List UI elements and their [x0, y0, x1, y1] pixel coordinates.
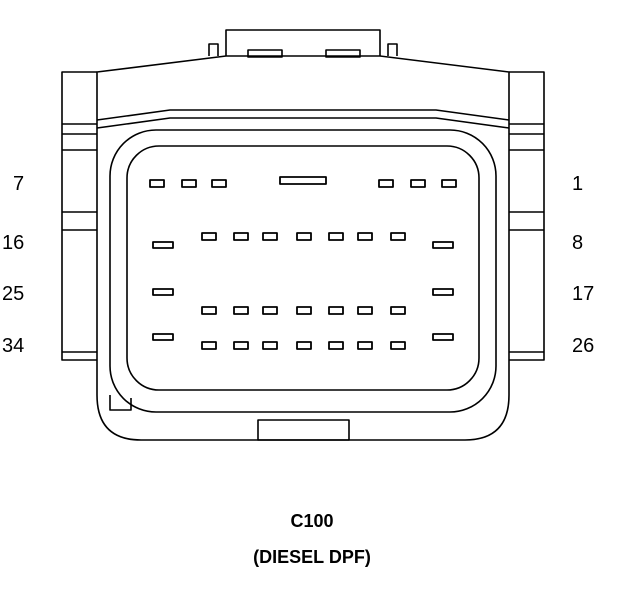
pin-label-right-1: 1 [572, 173, 584, 195]
mating-face [109, 129, 497, 413]
connector-description: (DIESEL DPF) [253, 547, 371, 567]
connector-housing [96, 55, 510, 441]
pin-label-left-16: 16 [2, 232, 25, 254]
pin-label-right-8: 8 [572, 232, 584, 254]
pin-label-right-17: 17 [572, 283, 595, 305]
pin-cavities-row-4 [152, 333, 454, 350]
pin-label-right-26: 26 [572, 335, 595, 357]
pin-cavities-row-2 [152, 232, 454, 249]
left-side-flange [61, 71, 97, 361]
pin-label-left-34: 34 [2, 335, 25, 357]
pin-label-left-25: 25 [2, 283, 25, 305]
pin-label-left-7: 7 [13, 173, 25, 195]
right-side-flange [509, 71, 545, 361]
pin-cavities-row-1 [149, 176, 457, 188]
connector-id: C100 [290, 511, 334, 531]
bottom-key [257, 419, 350, 441]
top-latch [208, 29, 398, 58]
pin-cavities-row-3 [152, 288, 454, 315]
